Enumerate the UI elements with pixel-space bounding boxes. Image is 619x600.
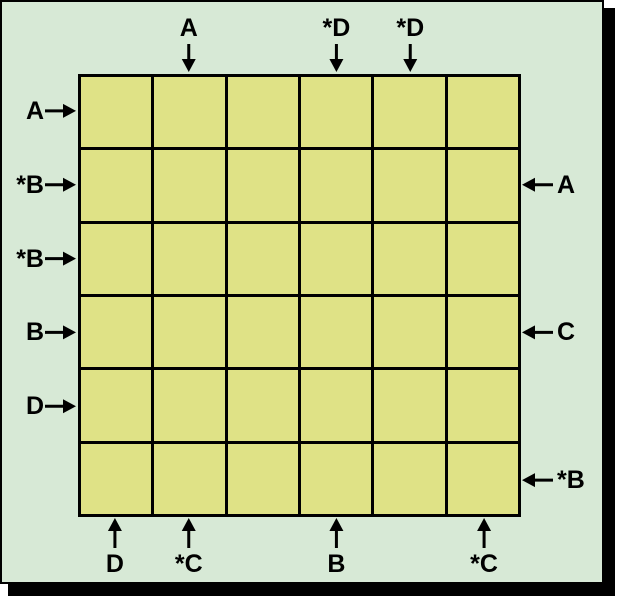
grid-cell[interactable] <box>81 223 152 294</box>
grid-cell[interactable] <box>301 370 372 441</box>
bottom-clue-label: B <box>327 550 346 578</box>
left-clue-label: D <box>25 392 44 421</box>
grid-cell[interactable] <box>227 223 298 294</box>
top-clue-label: *D <box>322 14 351 42</box>
grid-cell[interactable] <box>374 150 445 221</box>
bottom-clue-label: D <box>105 550 124 578</box>
grid-cell[interactable] <box>154 370 225 441</box>
grid-cell[interactable] <box>154 443 225 514</box>
grid-cell[interactable] <box>81 77 152 148</box>
grid-cell[interactable] <box>154 77 225 148</box>
grid-cell[interactable] <box>374 370 445 441</box>
top-clue-label: *D <box>396 14 425 42</box>
grid-cell[interactable] <box>374 77 445 148</box>
bottom-clue-label: *C <box>174 550 203 578</box>
grid-cell[interactable] <box>301 150 372 221</box>
grid-cell[interactable] <box>447 297 518 368</box>
grid-cell[interactable] <box>154 297 225 368</box>
grid-cell[interactable] <box>447 443 518 514</box>
grid-cell[interactable] <box>301 443 372 514</box>
grid-cell[interactable] <box>447 150 518 221</box>
grid-cell[interactable] <box>447 223 518 294</box>
grid-cell[interactable] <box>227 297 298 368</box>
right-clue-label: A <box>557 170 576 199</box>
left-clue-label: *B <box>16 170 44 199</box>
grid-cell[interactable] <box>374 223 445 294</box>
grid-cell[interactable] <box>447 77 518 148</box>
grid-cell[interactable] <box>81 297 152 368</box>
grid-cell[interactable] <box>301 297 372 368</box>
left-clue-label: B <box>25 318 44 347</box>
right-clue-label: *B <box>557 466 585 495</box>
grid-cell[interactable] <box>374 297 445 368</box>
top-clue-label: A <box>179 14 198 42</box>
grid-cell[interactable] <box>301 77 372 148</box>
grid-cell[interactable] <box>154 150 225 221</box>
grid-cell[interactable] <box>227 150 298 221</box>
bottom-clue-label: *C <box>470 550 498 578</box>
grid-cell[interactable] <box>447 370 518 441</box>
grid-cell[interactable] <box>227 443 298 514</box>
right-clue-label: C <box>557 318 576 347</box>
grid-cell[interactable] <box>81 150 152 221</box>
grid-cell[interactable] <box>227 370 298 441</box>
left-clue-label: A <box>25 96 44 125</box>
grid-cell[interactable] <box>374 443 445 514</box>
grid-cell[interactable] <box>81 443 152 514</box>
grid-cell[interactable] <box>301 223 372 294</box>
grid-cell[interactable] <box>227 77 298 148</box>
puzzle-grid <box>78 74 521 517</box>
left-clue-label: *B <box>16 244 44 273</box>
grid-cell[interactable] <box>154 223 225 294</box>
grid-cell[interactable] <box>81 370 152 441</box>
